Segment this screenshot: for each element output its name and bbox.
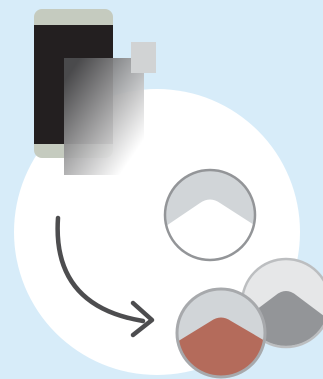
target-thumbnail [163, 168, 257, 262]
curved-arrow-icon [55, 215, 155, 338]
overlay-card [64, 58, 144, 175]
small-square [131, 42, 156, 73]
front-thumbnail [175, 287, 267, 379]
